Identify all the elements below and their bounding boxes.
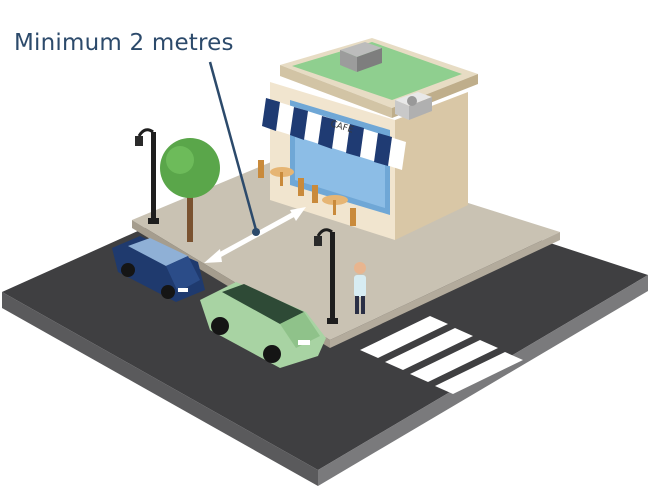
tree bbox=[160, 138, 220, 242]
street-lamp-left bbox=[135, 128, 159, 224]
green-car bbox=[200, 282, 326, 368]
patio-furniture bbox=[258, 160, 356, 226]
pedestrian bbox=[354, 262, 366, 314]
leader-dot bbox=[252, 228, 260, 236]
street-lamp-right bbox=[314, 228, 338, 324]
navy-car bbox=[112, 236, 205, 302]
leader-line bbox=[208, 61, 258, 231]
awning bbox=[262, 98, 406, 170]
crosswalk bbox=[360, 316, 523, 394]
annotation-label: Minimum 2 metres bbox=[14, 30, 234, 56]
cafe-building: CAFE bbox=[262, 38, 478, 240]
